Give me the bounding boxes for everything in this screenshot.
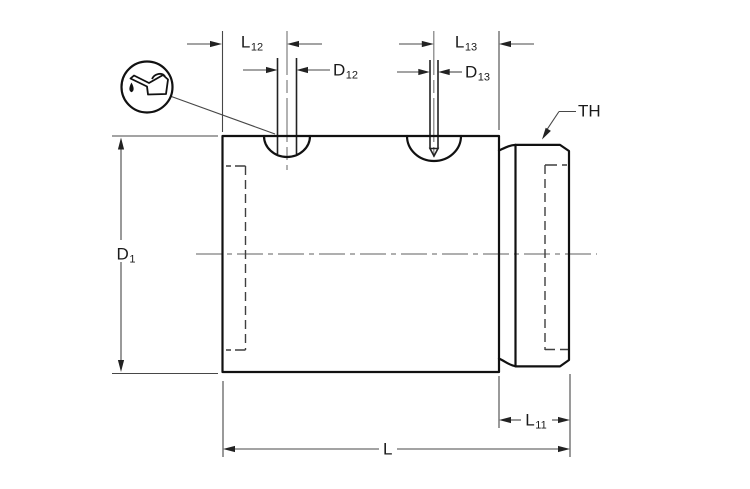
dim-label-d13: D13 (465, 62, 491, 84)
arrow-l12-left (210, 40, 222, 48)
dim-label-l13: L13 (454, 32, 478, 54)
arrow-d12-left (266, 66, 278, 74)
thread-neck-top (497, 143, 517, 152)
hole2-drill-point (428, 147, 440, 158)
arrow-d12-right (296, 66, 308, 74)
arrow-l13-left (421, 40, 434, 48)
thread-outline (514, 143, 571, 368)
thread-neck-bottom (497, 357, 518, 368)
arrow-d13-right (438, 68, 450, 76)
arrow-d1-up (117, 137, 125, 150)
part-outline (221, 134, 571, 374)
oil-can-handle-icon (151, 72, 166, 80)
dim-label-th: TH (578, 101, 601, 121)
dim-label-l11: L11 (525, 410, 547, 432)
oil-hole-2-recess (405, 134, 463, 163)
dim-label-d12: D12 (333, 60, 359, 82)
dim-label-d1: D1 (116, 244, 136, 266)
arrow-l11-right (558, 416, 570, 424)
oil-can-symbol (120, 60, 174, 114)
oil-can-leader (169, 95, 276, 135)
arrow-d1-down (117, 360, 125, 372)
oil-drop-icon (129, 82, 134, 93)
arrow-th (542, 127, 551, 140)
arrow-l13-right (499, 40, 511, 48)
arrow-d13-left (418, 68, 430, 76)
dim-label-l12: L12 (240, 32, 264, 54)
extension-lines (112, 31, 571, 457)
arrow-l11-left (499, 416, 511, 424)
oil-hole-1-recess (262, 134, 312, 159)
th-leader-diagonal (545, 111, 560, 132)
dimension-lines (120, 43, 576, 450)
arrow-l-left (223, 445, 235, 453)
hidden-bore-lines (226, 164, 568, 351)
dim-label-l: L (383, 439, 393, 459)
oil-can-icon (129, 74, 169, 96)
oil-hole-bores (276, 58, 440, 158)
main-body (221, 134, 501, 374)
arrow-l-right (558, 445, 570, 453)
arrow-l12-right (287, 40, 299, 48)
centerlines (196, 31, 597, 255)
arrowheads (117, 40, 570, 453)
